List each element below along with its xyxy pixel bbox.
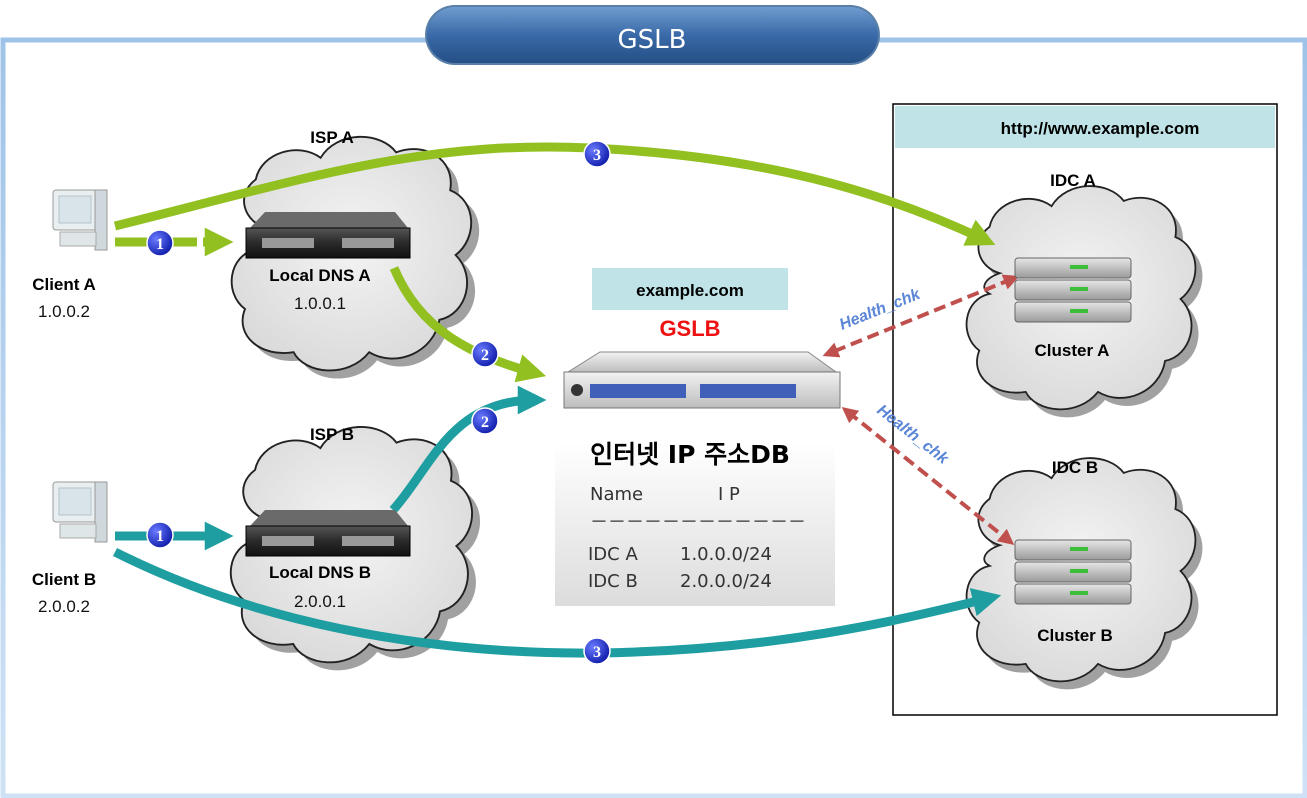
client-a-name: Client A xyxy=(32,275,96,294)
isp-a-name: ISP A xyxy=(310,128,353,147)
local-dns-a-server-icon xyxy=(245,212,411,259)
ip-db-row-1-name: IDC A xyxy=(588,544,638,565)
ip-db-row-2-ip: 2.0.0.0/24 xyxy=(680,571,772,592)
health-check-arrow-a xyxy=(822,274,1020,358)
site-url-bar xyxy=(895,106,1275,148)
health-check-arrow-b xyxy=(841,407,1015,545)
svg-text:2: 2 xyxy=(481,414,489,431)
site-url: http://www.example.com xyxy=(1001,119,1200,138)
ip-db-separator: －－－－－－－－－－－－ xyxy=(590,512,806,533)
flow-a-step2-arrow xyxy=(389,266,547,383)
svg-text:3: 3 xyxy=(593,644,601,661)
flow-b-step2-arrow xyxy=(389,385,547,514)
local-dns-a-name: Local DNS A xyxy=(269,266,370,285)
svg-text:1: 1 xyxy=(156,528,164,545)
step-3-badge-b: 3 xyxy=(583,637,611,665)
domain-box xyxy=(592,268,788,310)
gslb-domain: example.com xyxy=(636,281,744,300)
client-b-name: Client B xyxy=(32,570,96,589)
isp-b-name: ISP B xyxy=(310,425,354,444)
local-dns-a-ip: 1.0.0.1 xyxy=(294,294,346,313)
step-3-badge-a: 3 xyxy=(583,140,611,168)
step-1-badge-a: 1 xyxy=(146,229,174,257)
gslb-label: GSLB xyxy=(659,316,720,341)
ip-db-row-1-ip: 1.0.0.0/24 xyxy=(680,544,772,565)
cluster-b-name: Cluster B xyxy=(1037,626,1113,645)
client-a-computer-icon xyxy=(52,189,108,251)
ip-db-header-ip: I P xyxy=(718,484,740,505)
step-1-badge-b: 1 xyxy=(146,521,174,549)
local-dns-b-server-icon xyxy=(245,510,411,557)
idc-a-name: IDC A xyxy=(1050,171,1096,190)
cluster-b-server-stack-icon xyxy=(1014,539,1132,605)
svg-text:1: 1 xyxy=(156,236,164,253)
ip-db-header-name: Name xyxy=(590,484,643,505)
step-2-badge-b: 2 xyxy=(471,407,499,435)
title-tab: GSLB xyxy=(425,5,880,65)
client-b-computer-icon xyxy=(52,481,108,543)
svg-text:2: 2 xyxy=(481,347,489,364)
step-2-badge-a: 2 xyxy=(471,340,499,368)
local-dns-b-ip: 2.0.0.1 xyxy=(294,592,346,611)
local-dns-b-name: Local DNS B xyxy=(269,563,371,582)
diagram-title: GSLB xyxy=(618,25,687,55)
ip-db-title: 인터넷 IP 주소DB xyxy=(590,440,790,469)
client-b-ip: 2.0.0.2 xyxy=(38,597,90,616)
cluster-a-server-stack-icon xyxy=(1014,257,1132,323)
idc-b-name: IDC B xyxy=(1052,458,1098,477)
svg-text:3: 3 xyxy=(593,147,601,164)
gslb-appliance-icon xyxy=(563,351,841,409)
client-a-ip: 1.0.0.2 xyxy=(38,302,90,321)
ip-db-box xyxy=(555,443,835,606)
cluster-a-name: Cluster A xyxy=(1035,341,1110,360)
ip-db-row-2-name: IDC B xyxy=(588,571,638,592)
flow-a-step3-arrow xyxy=(113,142,996,246)
